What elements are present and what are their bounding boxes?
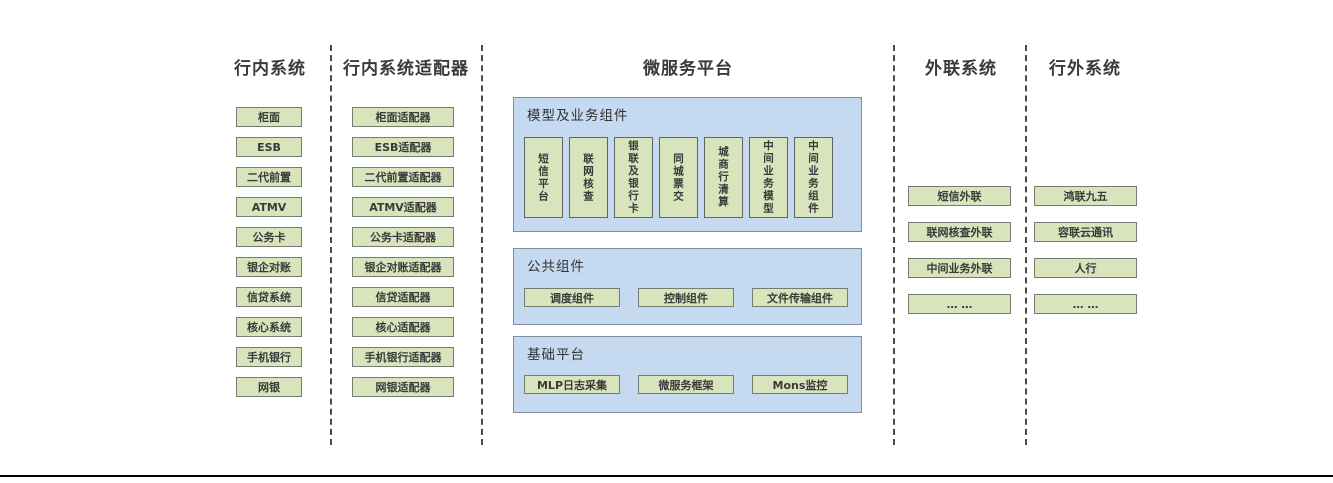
adapter-box: 银企对账适配器 bbox=[352, 257, 454, 277]
column-title-external: 行外系统 bbox=[1049, 59, 1121, 79]
component-box-vertical: 中间业务组件 bbox=[794, 137, 833, 218]
common-components-list: 调度组件控制组件文件传输组件 bbox=[524, 288, 848, 307]
system-box: 柜面 bbox=[236, 107, 302, 127]
component-box: 控制组件 bbox=[638, 288, 734, 307]
component-box-vertical: 银联及银行卡 bbox=[614, 137, 653, 218]
panel-title-model: 模型及业务组件 bbox=[527, 108, 629, 124]
system-box: 核心系统 bbox=[236, 317, 302, 337]
component-box: MLP日志采集 bbox=[524, 375, 620, 394]
column-title-outlink: 外联系统 bbox=[925, 59, 997, 79]
system-box: 二代前置 bbox=[236, 167, 302, 187]
external-box: … … bbox=[1034, 294, 1137, 314]
component-box-vertical: 同城票交 bbox=[659, 137, 698, 218]
column-title-adapter: 行内系统适配器 bbox=[343, 59, 469, 79]
adapter-box: 二代前置适配器 bbox=[352, 167, 454, 187]
component-box: 文件传输组件 bbox=[752, 288, 848, 307]
outlink-box: 短信外联 bbox=[908, 186, 1011, 206]
adapter-box: 核心适配器 bbox=[352, 317, 454, 337]
external-systems-list: 鸿联九五容联云通讯人行 … … bbox=[1034, 186, 1137, 314]
outlink-box: 中间业务外联 bbox=[908, 258, 1011, 278]
component-box-vertical: 中间业务模型 bbox=[749, 137, 788, 218]
component-box: 微服务框架 bbox=[638, 375, 734, 394]
base-platform-list: MLP日志采集微服务框架 Mons监控 bbox=[524, 375, 848, 394]
system-box: 银企对账 bbox=[236, 257, 302, 277]
system-box: 信贷系统 bbox=[236, 287, 302, 307]
column-divider bbox=[893, 45, 895, 445]
adapter-box: 信贷适配器 bbox=[352, 287, 454, 307]
external-box: 鸿联九五 bbox=[1034, 186, 1137, 206]
external-box: 容联云通讯 bbox=[1034, 222, 1137, 242]
column-divider bbox=[1025, 45, 1027, 445]
component-box-vertical: 联网核查 bbox=[569, 137, 608, 218]
panel-title-common: 公共组件 bbox=[527, 259, 585, 275]
panel-title-base: 基础平台 bbox=[527, 347, 585, 363]
outlink-systems-list: 短信外联联网核查外联中间业务外联 … … bbox=[908, 186, 1011, 314]
adapter-systems-list: 柜面适配器 ESB适配器二代前置适配器 ATMV适配器公务卡适配器银企对账适配器信贷… bbox=[352, 107, 454, 397]
adapter-box: 公务卡适配器 bbox=[352, 227, 454, 247]
outlink-box: … … bbox=[908, 294, 1011, 314]
bottom-rule bbox=[0, 475, 1333, 477]
column-divider bbox=[481, 45, 483, 445]
component-box: Mons监控 bbox=[752, 375, 848, 394]
adapter-box: 手机银行适配器 bbox=[352, 347, 454, 367]
panel-base-platform bbox=[513, 336, 862, 413]
panel-common-components bbox=[513, 248, 862, 325]
adapter-box: ATMV适配器 bbox=[352, 197, 454, 217]
external-box: 人行 bbox=[1034, 258, 1137, 278]
model-components-list: 短信平台联网核查银联及银行卡同城票交城商行清算中间业务模型中间业务组件 bbox=[524, 137, 833, 218]
outlink-box: 联网核查外联 bbox=[908, 222, 1011, 242]
component-box-vertical: 短信平台 bbox=[524, 137, 563, 218]
system-box: 手机银行 bbox=[236, 347, 302, 367]
adapter-box: 网银适配器 bbox=[352, 377, 454, 397]
column-title-internal: 行内系统 bbox=[234, 59, 306, 79]
column-title-platform: 微服务平台 bbox=[643, 59, 733, 79]
component-box-vertical: 城商行清算 bbox=[704, 137, 743, 218]
component-box: 调度组件 bbox=[524, 288, 620, 307]
column-divider bbox=[330, 45, 332, 445]
adapter-box: 柜面适配器 bbox=[352, 107, 454, 127]
system-box: ESB bbox=[236, 137, 302, 157]
adapter-box: ESB适配器 bbox=[352, 137, 454, 157]
system-box: ATMV bbox=[236, 197, 302, 217]
system-box: 公务卡 bbox=[236, 227, 302, 247]
system-box: 网银 bbox=[236, 377, 302, 397]
internal-systems-list: 柜面 ESB 二代前置 ATMV 公务卡银企对账信贷系统核心系统手机银行网银 bbox=[236, 107, 302, 397]
